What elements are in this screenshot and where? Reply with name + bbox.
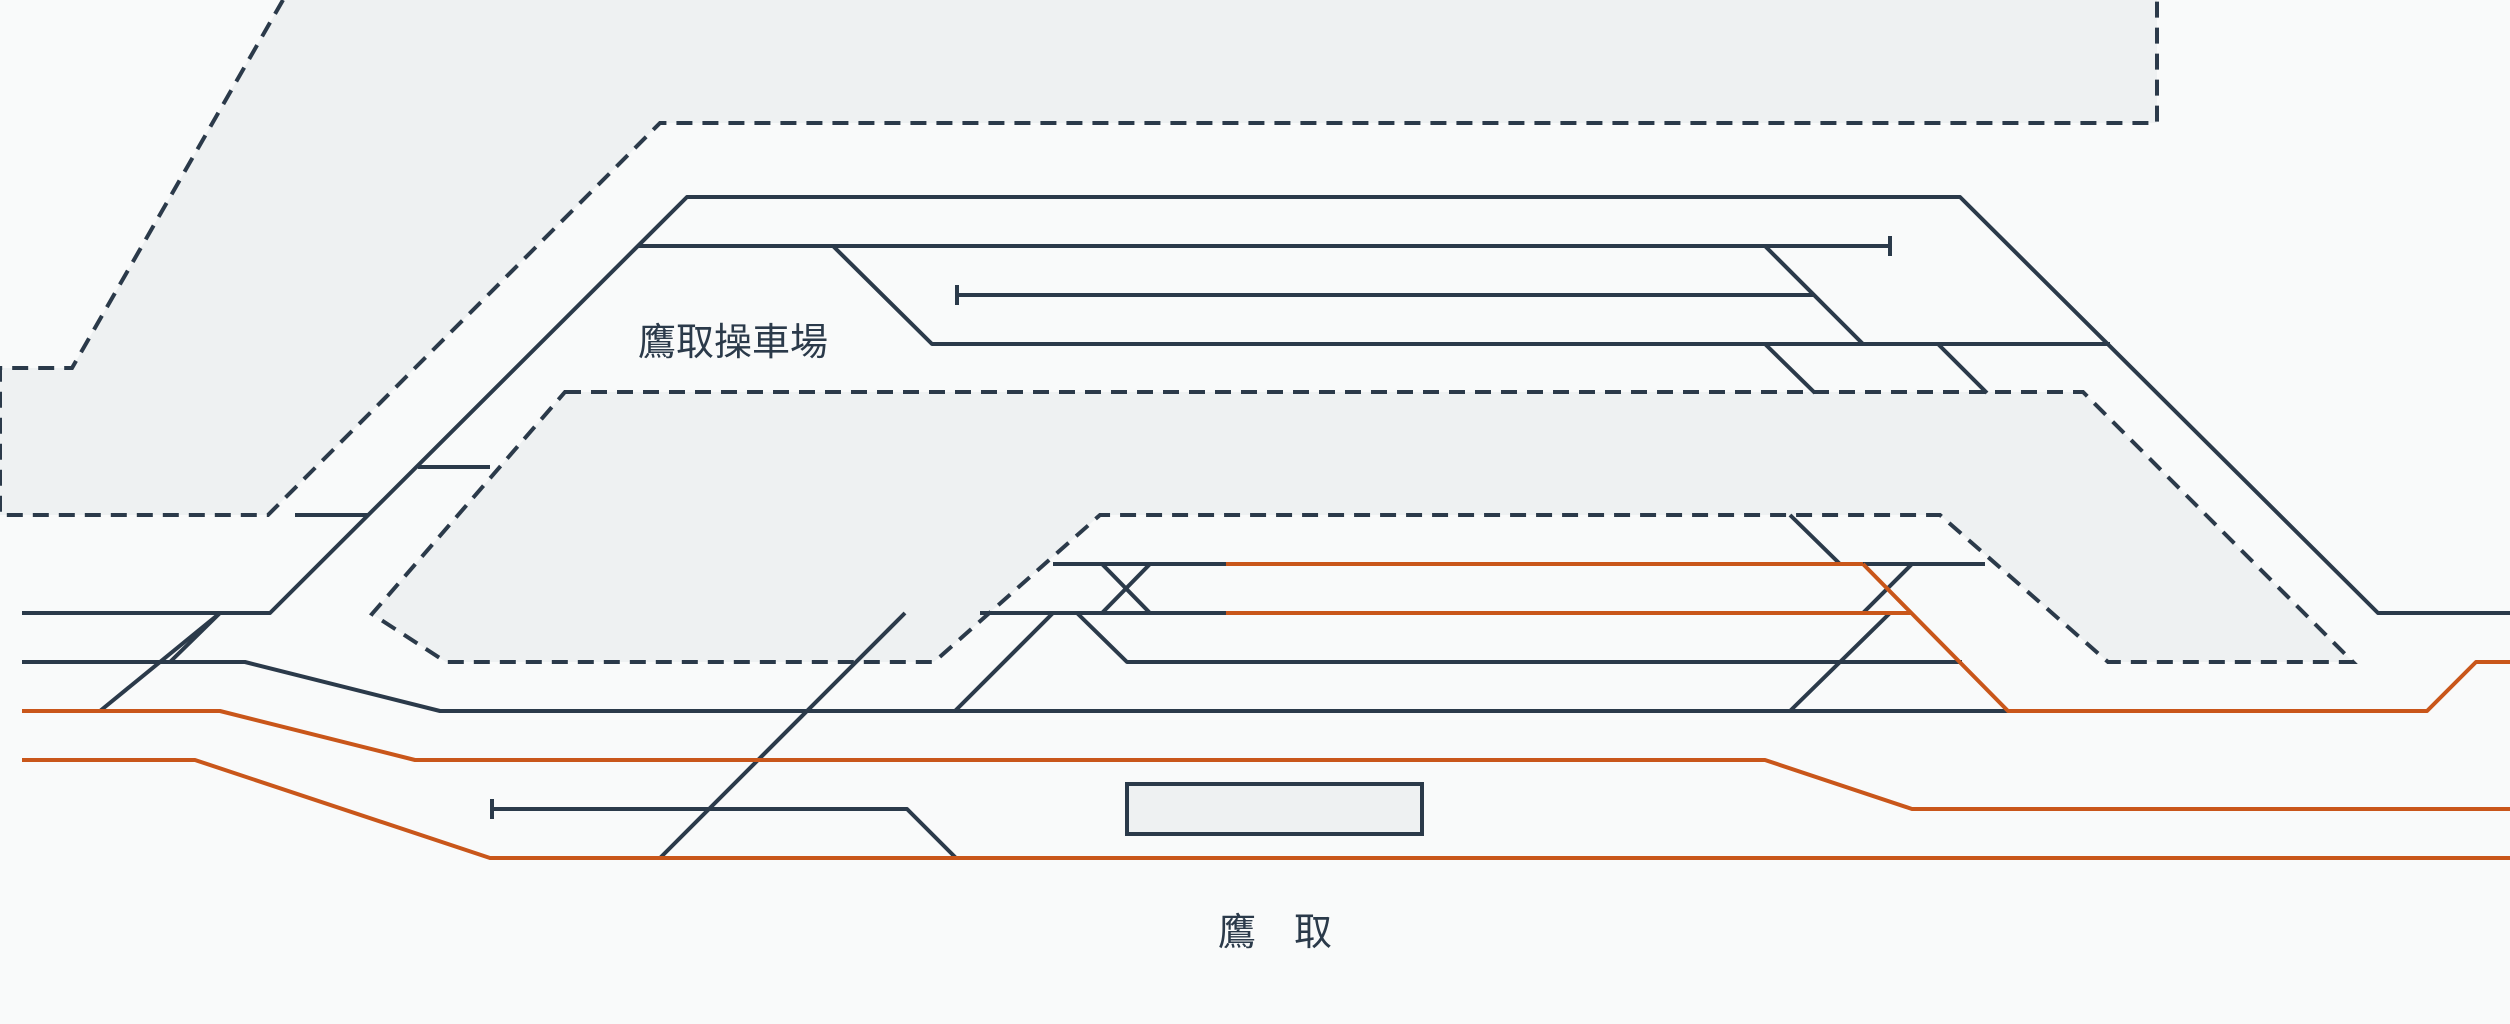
station-platform: [1125, 782, 1424, 836]
yard-track-3: [831, 244, 2110, 346]
inner-crossover-x2: [1100, 562, 1152, 615]
yard-area-north: [0, 0, 2157, 515]
yard-area-central: [368, 390, 2358, 664]
orange-east-line: [1861, 562, 2510, 713]
station-name-label: 鷹 取: [1218, 910, 1332, 954]
orange-main-line-2: [22, 758, 2510, 860]
siding-track: [490, 807, 958, 860]
orange-tracks: [22, 562, 2510, 860]
yard-area-north-outline: [0, 0, 2159, 517]
outer-loop-track: [22, 195, 2510, 615]
main-line-dark-2-branch-b: [168, 611, 222, 664]
inner-track-3: [1075, 611, 1962, 664]
main-line-dark-2: [22, 660, 2008, 713]
inner-east-c: [1788, 611, 1892, 713]
orange-main-line-1: [22, 709, 2510, 811]
yard-crossover-c: [1936, 342, 1989, 395]
diagonal-connector-2: [953, 611, 1055, 713]
yard-crossover-a: [1763, 244, 1865, 346]
yard-name-label: 鷹取操車場: [638, 320, 828, 364]
inner-east-a: [1788, 513, 1842, 566]
main-line-dark-2-branch: [98, 611, 222, 713]
yard-crossover-b: [1763, 342, 1817, 395]
diagonal-connector-1: [658, 611, 907, 860]
